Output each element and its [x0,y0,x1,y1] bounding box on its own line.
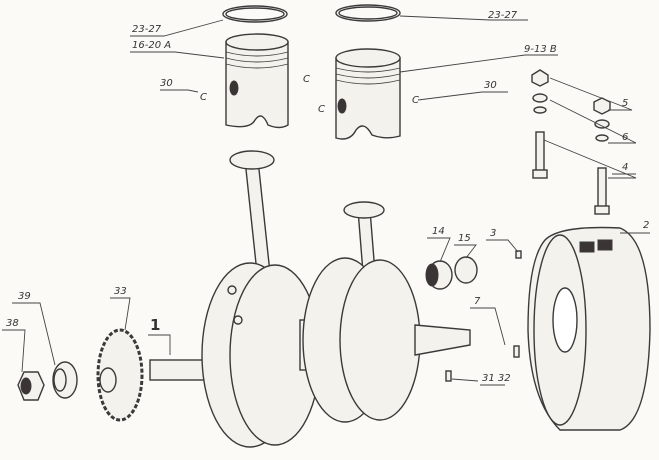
label-ring-right: 23-27 [488,10,518,21]
rod-eye [229,150,275,170]
label-key: 7 [474,296,481,307]
label-clip-left: 30 [160,78,173,89]
label-crankshaft: 1 [150,316,160,334]
clip-icon: C [303,74,310,85]
label-bearing: 14 [432,226,445,237]
label-sprocket: 33 [114,286,127,297]
rod-eye [343,201,385,219]
key [513,345,520,358]
sprocket [96,328,144,422]
housing [527,226,651,431]
label-clip-right: 30 [484,80,497,91]
piston-ring-right [335,4,401,22]
label-piston-b: 9-13 B [524,44,557,55]
piston-ring-left [222,5,288,23]
label-seal: 39 [18,291,31,302]
nuts-studs [531,69,611,215]
piston-a [225,33,289,129]
label-pin: 3 [490,228,496,239]
label-dowel: 31 32 [482,373,511,384]
label-washer: 6 [622,132,628,143]
label-end-nut: 38 [6,318,19,329]
label-housing: 2 [643,220,649,231]
label-ring-left: 23-27 [132,24,162,35]
pin [515,250,522,259]
lockwasher [454,256,478,284]
label-nut: 5 [622,98,628,109]
bearing [425,260,453,290]
clip-icon: C [318,104,325,115]
seal [52,361,78,399]
label-piston-a: 16-20 A [132,40,171,51]
label-lockwasher: 15 [458,233,471,244]
dowel [445,370,452,382]
end-nut [17,371,45,401]
piston-b [335,48,401,140]
crankshaft [149,257,471,448]
clip-icon: C [200,92,207,103]
label-stud: 4 [622,162,628,173]
clip-icon: C [412,95,419,106]
